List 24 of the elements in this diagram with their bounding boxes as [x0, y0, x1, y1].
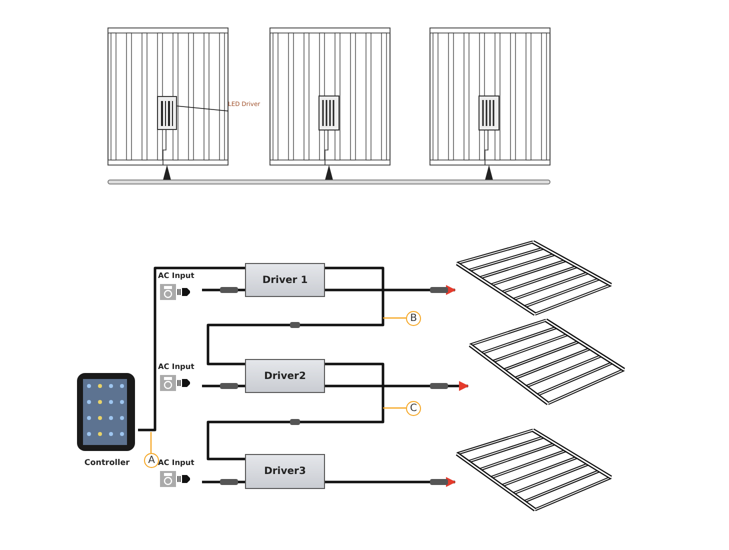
- callout-letter: B: [406, 311, 421, 326]
- cable: [325, 477, 456, 487]
- cable: [206, 266, 384, 366]
- leader-line: [176, 106, 228, 112]
- leader-line: [150, 432, 152, 453]
- driver-box: [245, 454, 325, 489]
- device-label: Controller: [83, 458, 131, 467]
- leader-line: [383, 317, 406, 319]
- cable: [325, 285, 456, 295]
- callout-letter: C: [406, 401, 421, 416]
- cable: [138, 266, 245, 432]
- driver-label: Driver3: [264, 466, 306, 477]
- cable: [202, 480, 245, 484]
- driver-label: Driver 1: [262, 274, 308, 286]
- cable: [202, 288, 245, 292]
- leader-line: [383, 407, 406, 409]
- callout-letter: A: [144, 453, 159, 468]
- cable: [202, 384, 245, 388]
- cable: [206, 362, 384, 460]
- driver-label: Driver2: [264, 370, 306, 382]
- cable: [325, 381, 469, 391]
- driver-box: [245, 359, 325, 393]
- driver-box: [245, 263, 325, 297]
- led-driver-part: [157, 96, 177, 130]
